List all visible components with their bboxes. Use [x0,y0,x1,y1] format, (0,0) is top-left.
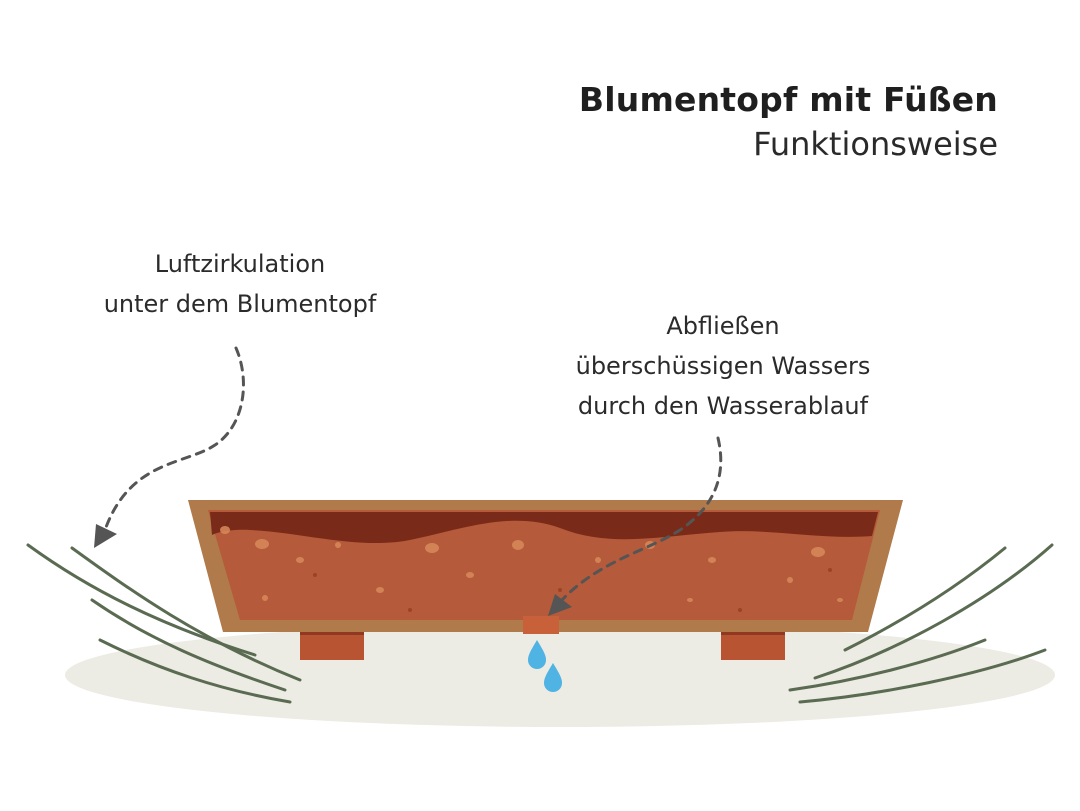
diagram-subtitle: Funktionsweise [579,123,998,166]
label-water-drainage: Abfließen überschüssigen Wassers durch d… [548,306,898,426]
label-air-line2: unter dem Blumentopf [80,284,400,324]
label-air-circulation: Luftzirkulation unter dem Blumentopf [80,244,400,324]
label-air-line1: Luftzirkulation [80,244,400,284]
label-water-line2: überschüssigen Wassers [548,346,898,386]
title-block: Blumentopf mit Füßen Funktionsweise [579,78,998,166]
diagram-title: Blumentopf mit Füßen [579,78,998,123]
label-water-line3: durch den Wasserablauf [548,386,898,426]
label-water-line1: Abfließen [548,306,898,346]
drain-hole [523,616,559,634]
